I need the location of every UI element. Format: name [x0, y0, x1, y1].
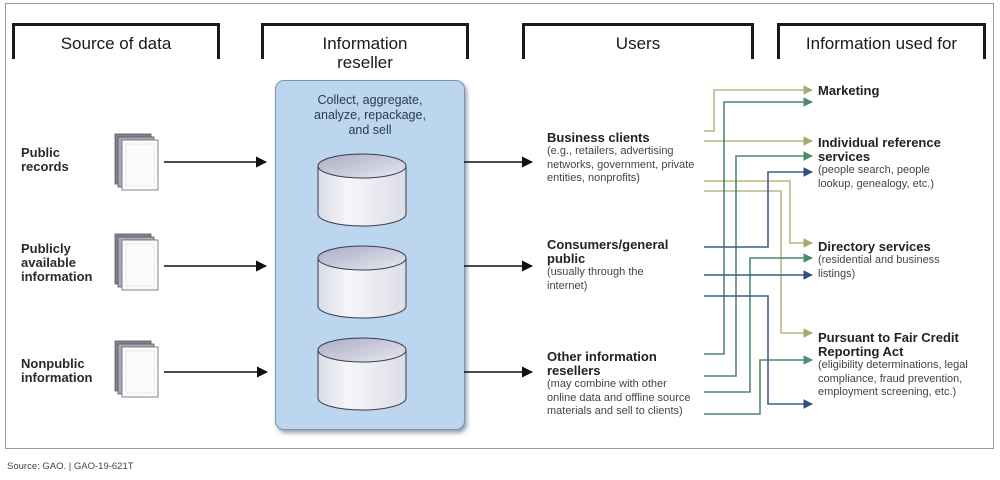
- use-marketing: Marketing: [818, 84, 978, 98]
- use-fcra: Pursuant to Fair Credit Reporting Act (e…: [818, 331, 968, 400]
- database-icon: [317, 153, 407, 227]
- use-title: Marketing: [818, 83, 880, 98]
- use-title: Individual reference services: [818, 135, 941, 164]
- user-consumers: Consumers/general public (usually throug…: [547, 238, 697, 293]
- source-nonpublic: Nonpublic information: [21, 356, 93, 385]
- reseller-description: Collect, aggregate, analyze, repackage, …: [314, 93, 426, 137]
- database-icon: [317, 337, 407, 411]
- user-title: Other information resellers: [547, 349, 657, 378]
- use-detail: (residential and business listings): [818, 254, 940, 280]
- document-stack-icon: [114, 133, 159, 191]
- connector-consumers-to-individual-reference: [704, 167, 813, 248]
- header-source-of-data: Source of data: [12, 23, 220, 59]
- use-detail: (eligibility determinations, legal compl…: [818, 359, 968, 398]
- use-title: Directory services: [818, 239, 931, 254]
- user-title: Business clients: [547, 130, 650, 145]
- connector-business-to-marketing: [704, 85, 813, 132]
- user-business-clients: Business clients (e.g., retailers, adver…: [547, 131, 707, 186]
- header-users: Users: [522, 23, 754, 59]
- connector-other-to-fcra: [704, 355, 813, 415]
- user-other-resellers: Other information resellers (may combine…: [547, 350, 695, 419]
- document-stack-icon: [114, 233, 159, 291]
- use-title: Pursuant to Fair Credit Reporting Act: [818, 330, 959, 359]
- header-users-label: Users: [525, 34, 751, 53]
- diagram-frame: [5, 3, 994, 449]
- user-detail: (may combine with other online data and …: [547, 378, 691, 417]
- connector-other-to-individual-reference: [704, 151, 813, 377]
- source-public-records: Public records: [21, 145, 69, 174]
- connector-consumers-to-fcra: [704, 295, 813, 409]
- header-information-reseller: Information reseller: [261, 23, 469, 72]
- user-detail: (e.g., retailers, advertising networks, …: [547, 145, 695, 184]
- use-individual-reference: Individual reference services (people se…: [818, 136, 968, 191]
- header-source-of-data-label: Source of data: [15, 34, 217, 53]
- source-publicly-available: Publicly available information: [21, 241, 93, 284]
- header-information-used-for: Information used for: [777, 23, 986, 59]
- user-title: Consumers/general public: [547, 237, 669, 266]
- source-note: Source: GAO. | GAO-19-621T: [7, 461, 134, 472]
- connector-other-to-directory: [704, 253, 813, 393]
- use-directory-services: Directory services (residential and busi…: [818, 240, 968, 281]
- document-stack-icon: [114, 340, 159, 398]
- use-detail: (people search, people lookup, genealogy…: [818, 164, 934, 190]
- header-information-used-for-label: Information used for: [780, 34, 983, 53]
- connector-other-to-marketing: [704, 97, 813, 355]
- database-icon: [317, 245, 407, 319]
- connector-business-to-directory: [704, 180, 813, 248]
- connector-business-to-fcra: [704, 190, 813, 338]
- user-detail: (usually through the internet): [547, 266, 644, 292]
- header-information-reseller-label: Information reseller: [264, 34, 466, 72]
